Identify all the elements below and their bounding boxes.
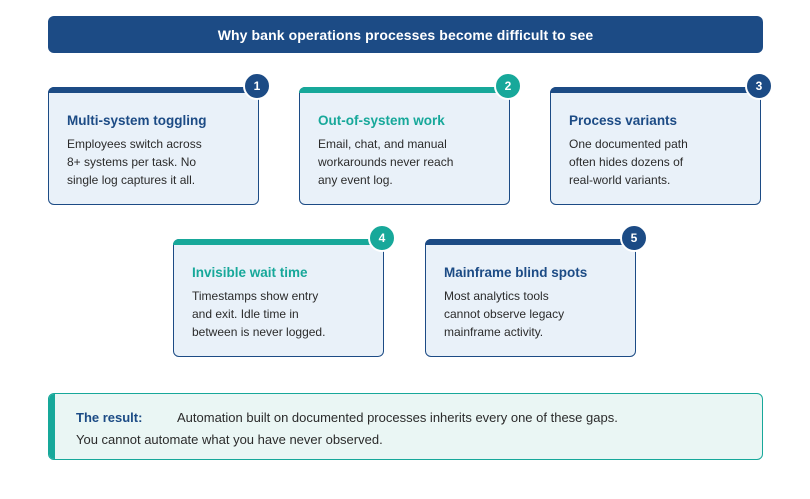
card-accent-bar <box>47 86 260 93</box>
card-description-line: and exit. Idle time in <box>192 307 299 321</box>
result-callout: The result: Automation built on document… <box>48 393 763 460</box>
diagram-title: Why bank operations processes become dif… <box>217 26 594 43</box>
card-title: Process variants <box>569 113 678 128</box>
step-badge-3: 3 <box>745 72 773 100</box>
step-badge-4: 4 <box>368 224 396 252</box>
card-description-line: Employees switch across <box>67 137 202 151</box>
card-title: Multi-system toggling <box>67 113 207 128</box>
result-text-line-1: Automation built on documented processes… <box>177 410 618 425</box>
card-description-line: single log captures it all. <box>67 173 196 187</box>
card-accent-bar <box>172 238 385 245</box>
card-description-line: often hides dozens of <box>569 155 684 169</box>
card-description-line: Most analytics tools <box>444 289 549 303</box>
card-invisible-wait-time: 4 Invisible wait time Timestamps show en… <box>172 224 396 357</box>
card-out-of-system-work: 2 Out-of-system work Email, chat, and ma… <box>298 72 522 205</box>
card-description-line: workarounds never reach <box>318 155 454 169</box>
card-description: Most analytics tools cannot observe lega… <box>444 287 622 341</box>
card-multi-system-toggling: 1 Multi-system toggling Employees switch… <box>47 72 271 205</box>
card-description: Employees switch across 8+ systems per t… <box>67 135 245 189</box>
card-description-line: between is never logged. <box>192 325 326 339</box>
card-process-variants: 3 Process variants One documented path o… <box>549 72 773 205</box>
step-badge-2: 2 <box>494 72 522 100</box>
card-title: Invisible wait time <box>192 265 308 280</box>
card-description-line: One documented path <box>569 137 688 151</box>
result-accent-bar <box>49 394 55 459</box>
card-title: Mainframe blind spots <box>444 265 588 280</box>
card-title: Out-of-system work <box>318 113 445 128</box>
title-banner: Why bank operations processes become dif… <box>48 16 763 53</box>
card-mainframe-blind-spots: 5 Mainframe blind spots Most analytics t… <box>424 224 648 357</box>
card-accent-bar <box>298 86 511 93</box>
card-description: Email, chat, and manual workarounds neve… <box>318 135 496 189</box>
card-description: One documented path often hides dozens o… <box>569 135 747 189</box>
result-label: The result: <box>76 410 143 425</box>
card-accent-bar <box>549 86 762 93</box>
card-description-line: Email, chat, and manual <box>318 137 447 151</box>
step-badge-5: 5 <box>620 224 648 252</box>
card-description-line: any event log. <box>318 173 393 187</box>
result-text-line-2: You cannot automate what you have never … <box>76 432 383 447</box>
card-description-line: Timestamps show entry <box>192 289 319 303</box>
card-description-line: cannot observe legacy <box>444 307 565 321</box>
card-description-line: mainframe activity. <box>444 325 544 339</box>
card-description-line: real-world variants. <box>569 173 671 187</box>
card-description: Timestamps show entry and exit. Idle tim… <box>192 287 370 341</box>
card-description-line: 8+ systems per task. No <box>67 155 197 169</box>
card-accent-bar <box>424 238 637 245</box>
step-badge-1: 1 <box>243 72 271 100</box>
